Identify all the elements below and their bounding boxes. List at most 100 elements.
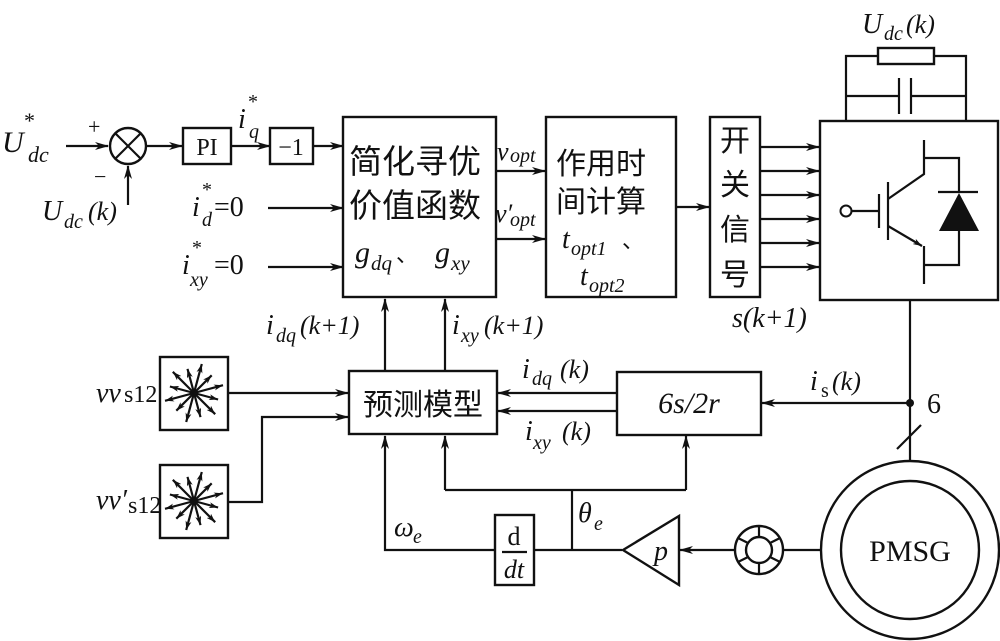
is-label: i s (k) — [810, 366, 861, 402]
voltage-vector-arrow — [193, 374, 213, 394]
svg-text:xy: xy — [189, 269, 208, 291]
voltage-vector-arrow — [193, 391, 219, 401]
svg-text:xy: xy — [532, 432, 551, 454]
diode-icon — [938, 190, 979, 231]
vv-prime-to-predict-arrow — [228, 413, 349, 504]
svg-text:*: * — [202, 179, 212, 201]
cost-function-symbols: g dq 、 g xy — [355, 236, 470, 275]
svg-text:(k): (k) — [562, 417, 591, 446]
iq-reference-label: i * q — [238, 91, 259, 143]
voltage-vector-arrow — [193, 384, 224, 395]
voltage-vector-set-icon — [158, 355, 230, 432]
svg-text:s: s — [821, 380, 829, 402]
voltage-vector-arrow — [193, 492, 224, 503]
svg-text:(k+1): (k+1) — [300, 311, 359, 340]
voltage-vector-arrow — [164, 499, 195, 510]
plus-sign: + — [88, 114, 100, 139]
svg-text:i: i — [525, 416, 533, 447]
voltage-vector-set-prime-icon — [158, 463, 230, 540]
derivative-denominator: dt — [504, 555, 525, 584]
svg-text:(k+1): (k+1) — [484, 311, 543, 340]
svg-text:、: 、 — [622, 229, 644, 254]
svg-text:U: U — [2, 126, 26, 159]
udc-measured-label: U dc (k) — [42, 196, 117, 233]
svg-text:opt2: opt2 — [589, 275, 625, 297]
omega-label: ω e — [394, 512, 422, 548]
svg-text:q: q — [249, 121, 259, 143]
svg-text:(k): (k) — [906, 10, 935, 39]
id-reference-label: i * d =0 — [192, 179, 244, 231]
vv-s12-label: vv s12 — [96, 378, 157, 409]
svg-text:vv: vv — [96, 378, 121, 409]
voltage-vector-arrow — [172, 479, 195, 502]
svg-text:t: t — [562, 224, 571, 255]
minus-sign: − — [94, 164, 106, 189]
svg-text:i: i — [522, 354, 530, 385]
svg-text:t: t — [580, 261, 589, 292]
dwell-time-block — [544, 115, 678, 299]
svg-text:i: i — [452, 310, 460, 341]
svg-text:i: i — [266, 310, 274, 341]
svg-text:opt: opt — [510, 145, 536, 167]
gate-signal-arrows — [760, 143, 820, 271]
switch-char-1: 开 — [720, 124, 750, 159]
svg-text:dq: dq — [276, 325, 296, 347]
idq-k-label: i dq (k) — [522, 354, 589, 390]
derivative-numerator: d — [508, 522, 521, 551]
phase-count-label: 6 — [927, 389, 941, 420]
transform-label: 6s/2r — [658, 387, 720, 420]
summing-junction — [108, 126, 148, 166]
svg-text:U: U — [862, 9, 884, 40]
svg-text:(k): (k) — [88, 197, 117, 226]
negate-block — [268, 126, 315, 166]
voltage-vector-arrow — [169, 385, 195, 395]
udc-top-label: U dc (k) — [862, 9, 935, 45]
derivative-block — [493, 513, 536, 587]
svg-text:(k): (k) — [832, 367, 861, 396]
svg-text:*: * — [24, 108, 35, 133]
svg-text:=0: =0 — [214, 250, 244, 281]
svg-text:xy: xy — [450, 251, 470, 275]
ixy-pred-label: i xy (k+1) — [452, 310, 543, 347]
voltage-vector-arrow — [185, 500, 196, 531]
svg-text:vv′: vv′ — [96, 485, 128, 516]
voltage-vector-arrow — [192, 392, 202, 418]
svg-text:ω: ω — [394, 512, 414, 543]
svg-text:s12: s12 — [124, 382, 157, 408]
svg-text:dc: dc — [28, 142, 49, 167]
switch-char-3: 信 — [720, 213, 750, 248]
theta-label: θ e — [578, 498, 603, 535]
voltage-vector-arrow — [172, 371, 195, 394]
timing-line1: 作用时 — [556, 147, 646, 182]
svg-text:v: v — [497, 137, 509, 166]
dwell-time-symbols: t opt1 、 t opt2 — [562, 224, 644, 297]
switch-char-4: 号 — [720, 258, 750, 293]
bus-slash-icon — [896, 424, 922, 450]
udc-reference-label: U * dc — [2, 108, 49, 167]
svg-text:θ: θ — [578, 498, 592, 529]
idq-pred-label: i dq (k+1) — [266, 310, 359, 347]
negate-label: −1 — [278, 135, 304, 161]
voltage-vector-arrow — [192, 500, 202, 526]
svg-text:e: e — [413, 526, 422, 548]
svg-text:、: 、 — [396, 243, 418, 268]
cost-line1: 简化寻优 — [349, 142, 481, 181]
voltage-vector-arrow — [193, 500, 216, 523]
voltage-vector-arrow — [193, 499, 219, 509]
svg-text:i: i — [182, 250, 190, 281]
svg-text:e: e — [594, 513, 603, 535]
svg-text:s12: s12 — [128, 493, 161, 519]
ixy-reference-label: i * xy =0 — [182, 237, 244, 291]
prediction-model-block — [347, 369, 499, 436]
svg-text:dc: dc — [884, 23, 903, 45]
voltage-vector-arrow — [185, 392, 196, 423]
svg-text:dq: dq — [371, 251, 393, 275]
svg-text:dc: dc — [64, 211, 83, 233]
prediction-model-label: 预测模型 — [363, 388, 483, 423]
voltage-vector-arrow — [193, 392, 216, 415]
timing-line2: 间计算 — [556, 185, 646, 220]
voltage-vector-arrow — [175, 392, 195, 412]
svg-text:g: g — [355, 236, 370, 269]
voltage-vector-arrow — [193, 482, 213, 502]
